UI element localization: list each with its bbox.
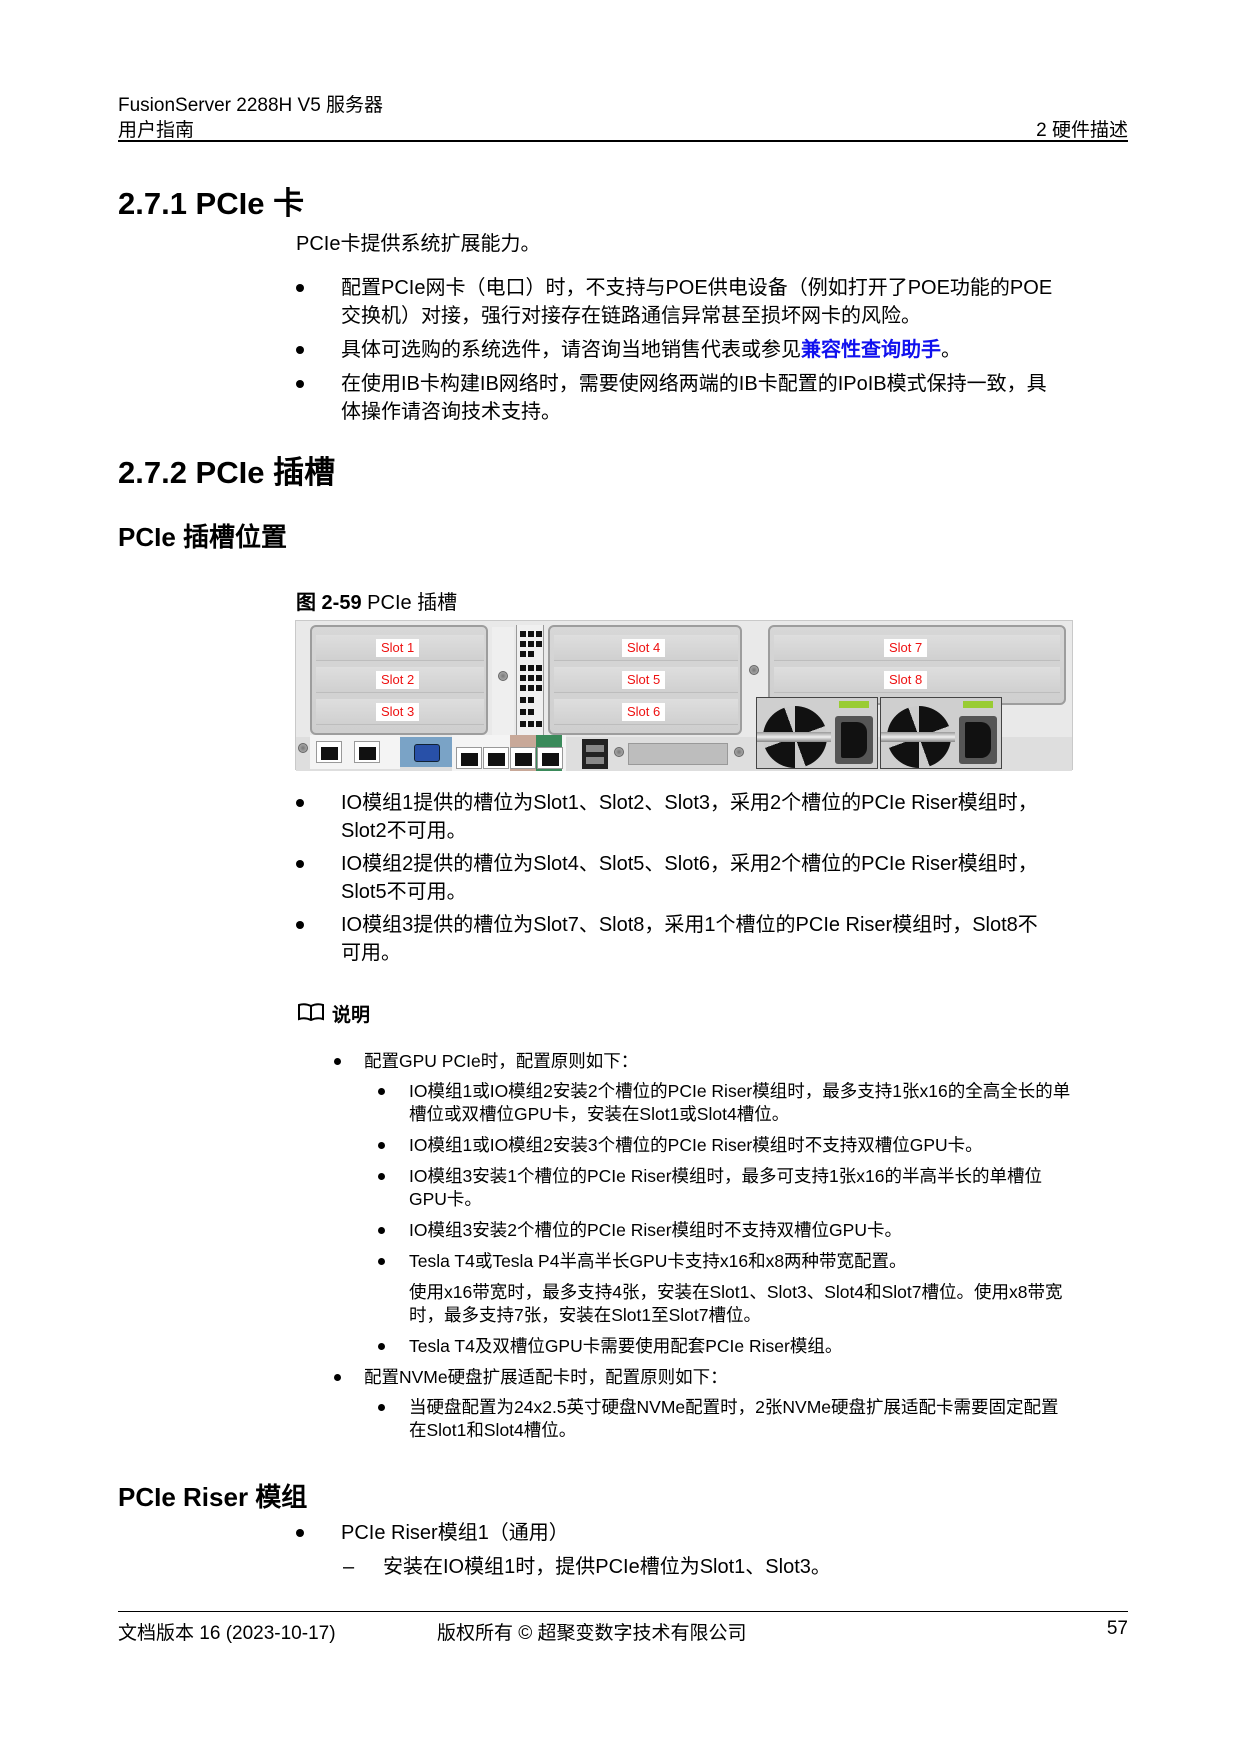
bullet-icon [378,1173,385,1180]
vent-grille [516,625,544,737]
list-item: IO模组3安装2个槽位的PCIe Riser模组时不支持双槽位GPU卡。 [378,1219,1138,1242]
bullet-icon [378,1343,385,1350]
bullet-icon [378,1142,385,1149]
bullet-icon [378,1404,385,1411]
power-supply-2 [880,697,1002,769]
screw-icon [614,747,624,757]
list-item: IO模组1或IO模组2安装3个槽位的PCIe Riser模组时不支持双槽位GPU… [378,1134,1138,1157]
psu-handle [757,732,831,742]
slot-7: Slot 7 [774,635,1060,661]
footer-version: 文档版本 16 (2023-10-17) [118,1623,336,1644]
list-item: 具体可选购的系统选件，请咨询当地销售代表或参见兼容性查询助手。 [296,336,1136,364]
slot-8: Slot 8 [774,667,1060,693]
header-chapter: 2 硬件描述 [1036,120,1128,141]
bullet-icon [334,1058,341,1065]
status-led [963,701,993,708]
subsection-slot-location: PCIe 插槽位置 [118,522,288,552]
bullet-icon [296,1529,304,1537]
footer-copyright: 版权所有 © 超聚变数字技术有限公司 [437,1623,747,1644]
list-item: IO模组3安装1个槽位的PCIe Riser模组时，最多可支持1张x16的半高半… [378,1165,1138,1211]
ethernet-port-icon [456,747,482,769]
list-item: IO模组3提供的槽位为Slot7、Slot8，采用1个槽位的PCIe Riser… [296,911,1136,967]
ethernet-port-icon [354,741,380,763]
note-title: 说明 [332,1005,371,1026]
ethernet-port-icon [316,741,342,763]
bullet-icon [378,1258,385,1265]
screw-icon [749,665,759,675]
bullet-icon [296,380,304,388]
subsection-riser: PCIe Riser 模组 [118,1482,308,1512]
list-item-sub: – 安装在IO模组1时，提供PCIe槽位为Slot1、Slot3。 [343,1553,1123,1581]
screw-icon [734,747,744,757]
io-module-1: Slot 1 Slot 2 Slot 3 [310,625,488,735]
compatibility-checker-link[interactable]: 兼容性查询助手 [801,339,941,361]
center-divider [492,627,514,735]
book-icon [298,1003,324,1021]
section-title-272: 2.7.2 PCIe 插槽 [118,455,336,490]
power-supply-1 [756,697,878,769]
ethernet-port-icon [483,747,509,769]
slot-2: Slot 2 [316,667,484,693]
note-item-nvme: 配置NVMe硬盘扩展适配卡时，配置原则如下： [334,1366,1134,1389]
list-item: IO模组2提供的槽位为Slot4、Slot5、Slot6，采用2个槽位的PCIe… [296,850,1136,906]
ethernet-port-icon [510,747,536,769]
ethernet-port-icon [537,747,563,769]
dash-marker: – [343,1556,355,1578]
bullet-icon [334,1374,341,1381]
list-item: 当硬盘配置为24x2.5英寸硬盘NVMe配置时，2张NVMe硬盘扩展适配卡需要固… [378,1396,1138,1442]
slot-4: Slot 4 [554,635,738,661]
usb-port-icon [582,739,608,769]
list-item: IO模组1或IO模组2安装2个槽位的PCIe Riser模组时，最多支持1张x1… [378,1080,1138,1126]
io-module-2: Slot 4 Slot 5 Slot 6 [548,625,742,735]
bullet-icon [296,799,304,807]
note-item-gpu: 配置GPU PCIe时，配置原则如下： [334,1050,1134,1073]
list-item: 配置PCIe网卡（电口）时，不支持与POE供电设备（例如打开了POE功能的POE… [296,274,1136,330]
server-rear-view-figure: Slot 1 Slot 2 Slot 3 Slot 4 Slot 5 Slot … [295,620,1073,771]
vga-port-icon [400,737,452,767]
figure-caption: 图 2-59 PCIe 插槽 [296,592,458,614]
screw-icon [498,671,508,681]
list-item: IO模组1提供的槽位为Slot1、Slot2、Slot3，采用2个槽位的PCIe… [296,789,1136,845]
power-socket-icon [959,716,997,764]
slot-3: Slot 3 [316,699,484,725]
header-divider [118,140,1128,142]
psu-handle [881,732,955,742]
list-item: Tesla T4或Tesla P4半高半长GPU卡支持x16和x8两种带宽配置。… [378,1250,1138,1327]
bullet-icon [296,346,304,354]
slot-1: Slot 1 [316,635,484,661]
slot-6: Slot 6 [554,699,738,725]
bullet-icon [296,860,304,868]
footer-page-number: 57 [1106,1618,1128,1639]
list-item: Tesla T4及双槽位GPU卡需要使用配套PCIe Riser模组。 [378,1335,1138,1358]
power-socket-icon [835,716,873,764]
status-led [839,701,869,708]
screw-icon [298,743,308,753]
io-module-3: Slot 7 Slot 8 [768,625,1066,705]
section-271-intro: PCIe卡提供系统扩展能力。 [296,233,541,255]
blank-filler [628,743,728,765]
section-title-271: 2.7.1 PCIe 卡 [118,186,305,221]
list-item: PCIe Riser模组1（通用） [296,1519,1136,1547]
header-doc-title: 用户指南 [118,120,195,141]
bullet-icon [378,1088,385,1095]
bullet-icon [296,284,304,292]
bullet-icon [378,1227,385,1234]
slot-5: Slot 5 [554,667,738,693]
header-product: FusionServer 2288H V5 服务器 [118,95,384,116]
list-item: 在使用IB卡构建IB网络时，需要使网络两端的IB卡配置的IPoIB模式保持一致，… [296,370,1136,426]
footer-divider [118,1611,1128,1612]
bullet-icon [296,921,304,929]
